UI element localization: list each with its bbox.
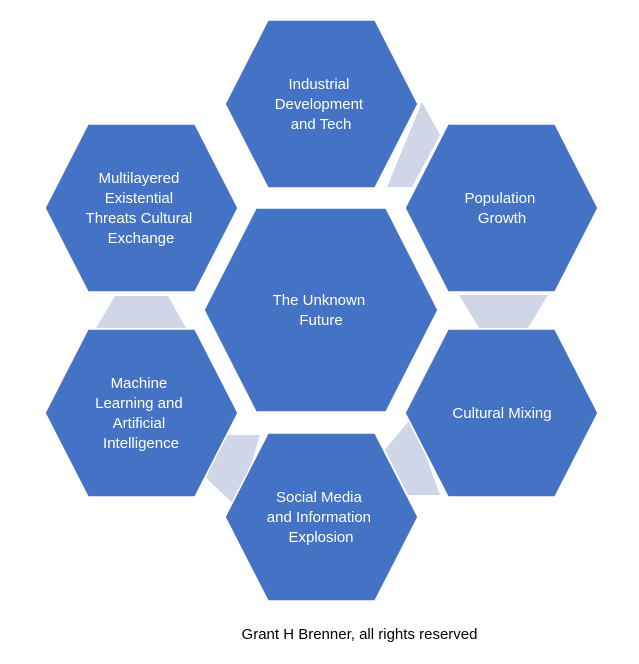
connector-population-cultural (459, 295, 548, 328)
industrial-line-3: and Tech (291, 116, 352, 133)
machine-learning-line-4: Intelligence (103, 435, 179, 452)
copyright-caption: Grant H Brenner, all rights reserved (241, 626, 478, 643)
hex-existential: Multilayered Existential Threats Cultura… (44, 123, 239, 293)
hex-social-media-shape (224, 432, 419, 602)
hex-center-label: The Unknown Future (273, 292, 370, 329)
hex-cultural-mixing: Cultural Mixing (404, 328, 599, 498)
hex-center: The Unknown Future (203, 207, 439, 413)
center-line-1: The Unknown (273, 292, 366, 309)
connector-industrial-population (387, 102, 440, 187)
hex-existential-shape (44, 123, 239, 293)
hex-cultural-mixing-label: Cultural Mixing (452, 405, 551, 422)
cultural-mixing-line-1: Cultural Mixing (452, 405, 551, 422)
hex-social-media: Social Media and Information Explosion (224, 432, 419, 602)
machine-learning-line-2: Learning and (95, 395, 183, 412)
hex-center-shape (203, 207, 439, 413)
hex-existential-label: Multilayered Existential Threats Cultura… (86, 170, 197, 247)
social-media-line-3: Explosion (288, 529, 353, 546)
existential-line-4: Exchange (108, 230, 175, 247)
existential-line-2: Existential (105, 190, 173, 207)
hex-machine-learning-shape (44, 328, 239, 498)
machine-learning-line-1: Machine (111, 375, 168, 392)
hex-population: Population Growth (404, 123, 599, 293)
connector-social-machine (206, 435, 260, 508)
hex-industrial-label: Industrial Development and Tech (275, 76, 368, 133)
hex-machine-learning: Machine Learning and Artificial Intellig… (44, 328, 239, 498)
population-line-2: Growth (478, 210, 526, 227)
connector-machine-existential (96, 296, 186, 328)
center-line-2: Future (299, 312, 342, 329)
existential-line-3: Threats Cultural (86, 210, 193, 227)
hex-machine-learning-label: Machine Learning and Artificial Intellig… (95, 375, 187, 452)
hex-population-shape (404, 123, 599, 293)
connector-cultural-social (385, 417, 440, 495)
hex-cultural-mixing-shape (404, 328, 599, 498)
existential-line-1: Multilayered (98, 170, 179, 187)
industrial-line-2: Development (275, 96, 364, 113)
social-media-line-1: Social Media (276, 489, 363, 506)
hex-social-media-label: Social Media and Information Explosion (267, 489, 375, 546)
hex-industrial: Industrial Development and Tech (224, 19, 419, 189)
industrial-line-1: Industrial (288, 76, 349, 93)
hex-industrial-shape (224, 19, 419, 189)
hex-population-label: Population Growth (464, 190, 539, 227)
social-media-line-2: and Information (267, 509, 371, 526)
population-line-1: Population (464, 190, 535, 207)
machine-learning-line-3: Artificial (113, 415, 166, 432)
